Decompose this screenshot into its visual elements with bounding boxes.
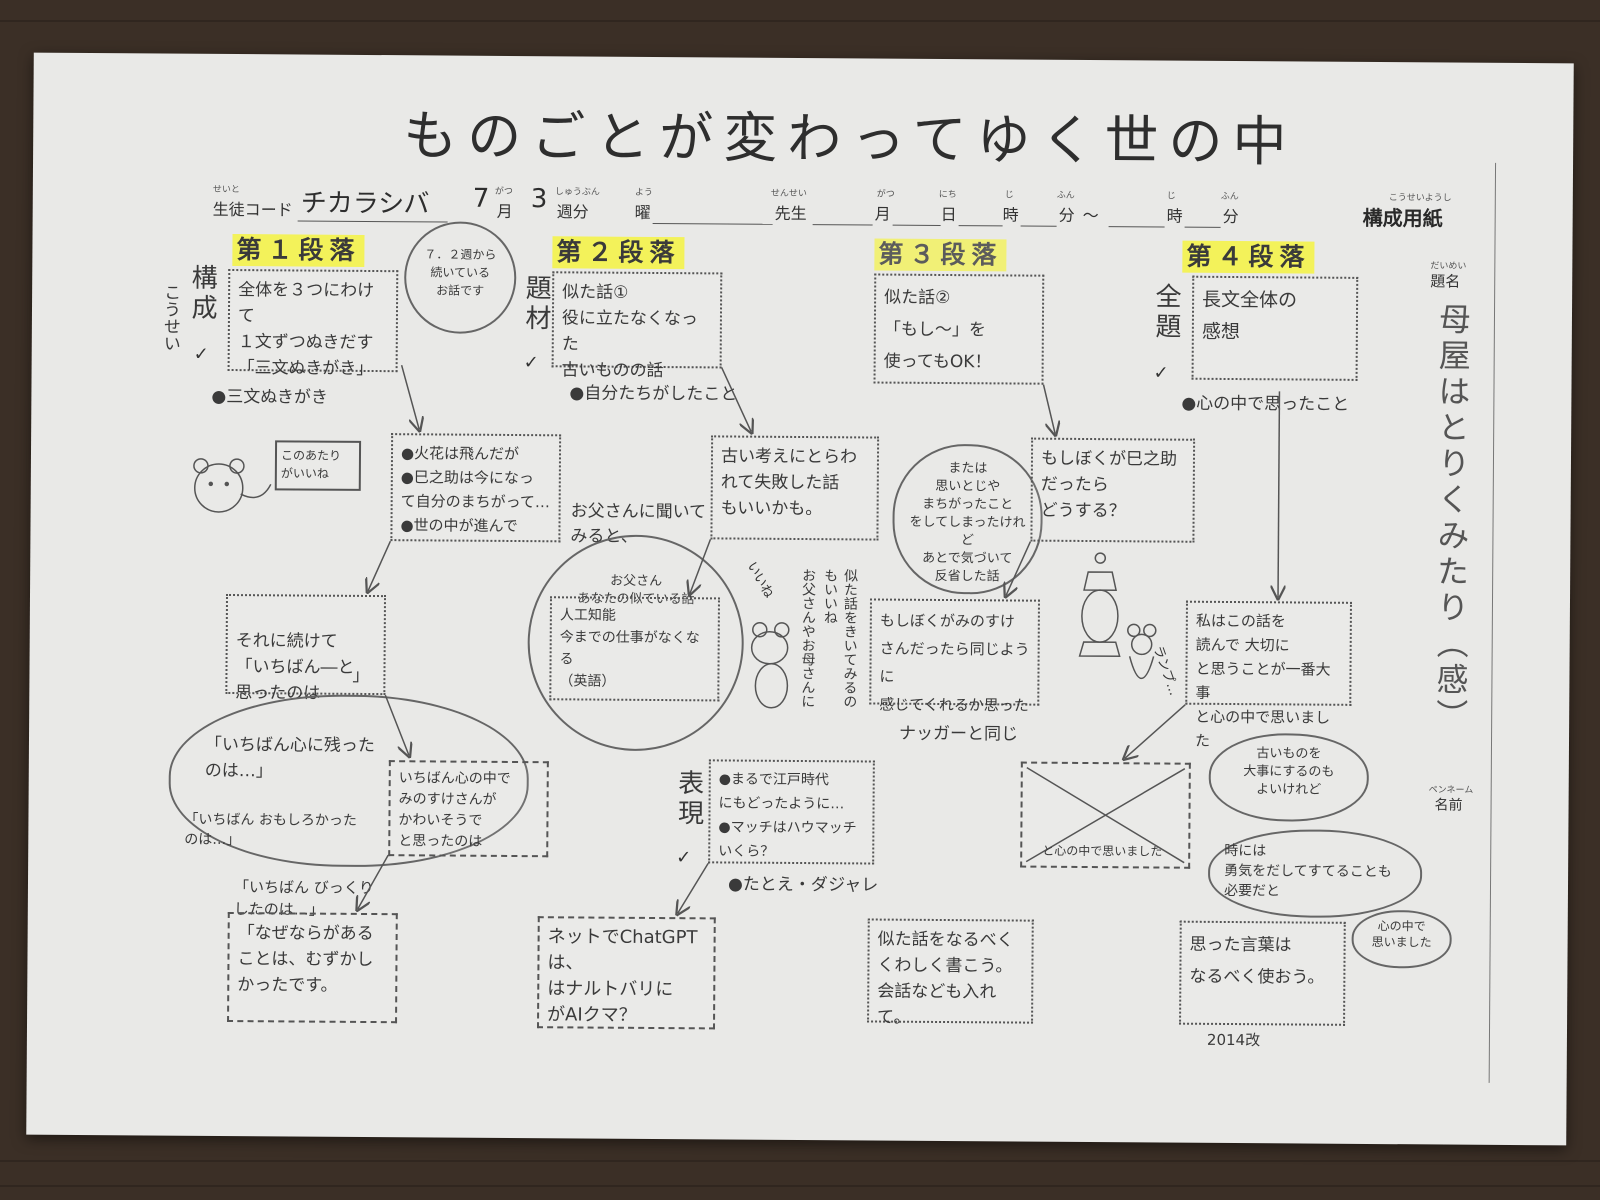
bear-doodle-icon bbox=[193, 458, 272, 513]
frog-doodle-icon bbox=[750, 621, 790, 709]
worksheet-paper: ものごとが変わってゆく世の中 せいと 生徒コード チカラシバ 7 がつ 月 3 … bbox=[26, 52, 1574, 1146]
c4-cross-box: と心の中で思いました bbox=[1020, 761, 1191, 869]
lamp-doodle-icon bbox=[1078, 552, 1121, 657]
figure-doodle-icon bbox=[1127, 623, 1157, 679]
connector-arrows bbox=[193, 365, 1574, 1146]
cross-mark-icon bbox=[1025, 766, 1186, 864]
